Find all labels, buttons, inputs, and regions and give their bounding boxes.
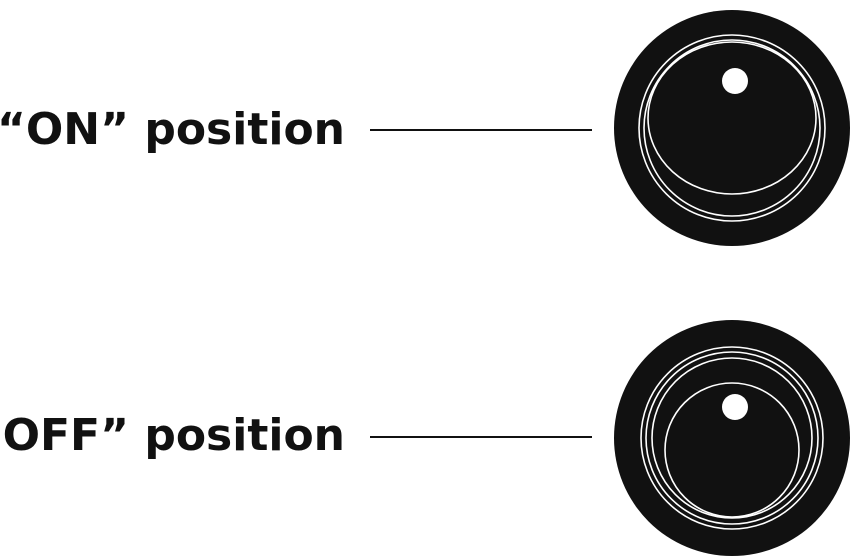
rocker-switch-on-icon (612, 8, 852, 248)
on-position-label: “ON” position (0, 108, 345, 152)
rocker-switch-off-icon (612, 318, 852, 558)
off-position-label: “OFF” position (0, 414, 345, 458)
on-leader-line (370, 129, 592, 131)
off-leader-line (370, 436, 592, 438)
